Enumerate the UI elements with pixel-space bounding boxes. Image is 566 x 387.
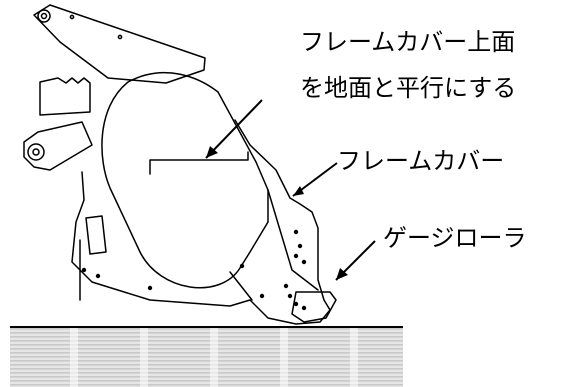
label-frame-cover: フレームカバー <box>337 147 505 175</box>
lower-link-arm <box>23 121 93 171</box>
cover-top-step <box>149 151 249 175</box>
lower-pivot <box>27 143 45 161</box>
label-gauge-roller: ゲージローラ <box>383 224 527 252</box>
label-frame-cover-top-line2: を地面と平行にする <box>300 74 517 102</box>
upper-pivot <box>37 9 51 23</box>
rear-bracket <box>85 215 107 255</box>
gauge-roller <box>291 291 337 323</box>
arrowhead-frame-cover <box>293 186 304 196</box>
arrowhead-gauge-roller <box>336 268 348 280</box>
lower-housing <box>229 271 253 301</box>
ground <box>10 326 403 387</box>
arrowhead-frame-cover-top <box>206 146 218 158</box>
spring-unit <box>39 77 91 116</box>
frame-cover <box>101 71 269 289</box>
frame-body <box>71 119 331 325</box>
arrow-frame-cover-top <box>205 99 263 159</box>
label-frame-cover-top-line1: フレームカバー上面 <box>300 28 516 56</box>
upper-link-arm <box>33 4 206 84</box>
